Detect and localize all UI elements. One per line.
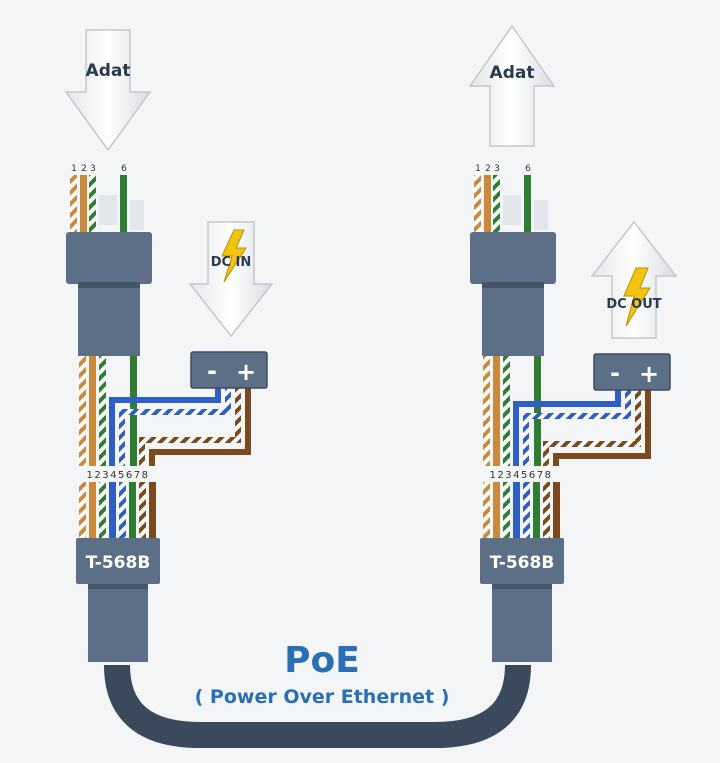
right-top-pin-6: 6	[525, 164, 531, 174]
left-data-arrow-label: Adat	[86, 61, 131, 81]
diagram-subtitle: ( Power Over Ethernet )	[195, 686, 450, 708]
right-assembly: Adat 1 2 3 6	[468, 24, 678, 662]
right-data-arrow-label: Adat	[490, 63, 535, 83]
left-lower-wires	[79, 482, 156, 540]
right-dc-terminal: - +	[593, 353, 671, 391]
right-bottom-pin-numbers: 12345678	[490, 470, 553, 481]
right-top-pin-1: 1	[475, 164, 481, 174]
right-data-arrow: Adat	[468, 24, 556, 147]
left-terminal-plus: +	[236, 358, 256, 386]
right-top-pin-3: 3	[494, 164, 500, 174]
right-connector-label: T-568B	[490, 553, 555, 573]
right-lightning-icon	[623, 267, 651, 327]
left-top-pin-3: 3	[90, 164, 96, 174]
left-upper-connector	[66, 232, 152, 356]
left-top-pin-6: 6	[121, 164, 127, 174]
left-connector-label: T-568B	[86, 553, 151, 573]
left-t568b-connector: T-568B	[76, 538, 160, 662]
diagram-title: PoE	[284, 640, 360, 681]
right-top-pin-2: 2	[485, 164, 491, 174]
left-data-arrow: Adat	[64, 29, 152, 152]
poe-cable	[104, 664, 531, 748]
left-bottom-pin-numbers: 12345678	[87, 470, 150, 481]
right-top-wires	[474, 175, 548, 235]
left-lightning-icon	[221, 229, 247, 283]
left-top-pin-1: 1	[71, 164, 77, 174]
left-terminal-minus: -	[207, 357, 217, 385]
left-dc-in-arrow: DC IN	[188, 221, 274, 338]
right-t568b-connector: T-568B	[480, 538, 564, 662]
left-top-pin-numbers: 1 2 3 6	[71, 164, 127, 174]
right-terminal-plus: +	[639, 360, 659, 388]
left-assembly: Adat 1 2 3 6	[64, 29, 274, 662]
left-top-pin-2: 2	[81, 164, 87, 174]
right-terminal-minus: -	[610, 359, 620, 387]
left-top-wires	[70, 175, 144, 235]
right-dc-out-arrow: DC OUT	[590, 220, 678, 339]
left-middle-wires	[79, 356, 251, 466]
right-lower-wires	[483, 482, 560, 540]
right-top-pin-numbers: 1 2 3 6	[475, 164, 531, 174]
left-dc-terminal: - +	[190, 351, 268, 389]
right-upper-connector	[470, 232, 556, 356]
right-middle-wires	[483, 356, 651, 466]
right-dc-out-label: DC OUT	[606, 297, 661, 312]
left-dc-in-label: DC IN	[211, 255, 252, 270]
